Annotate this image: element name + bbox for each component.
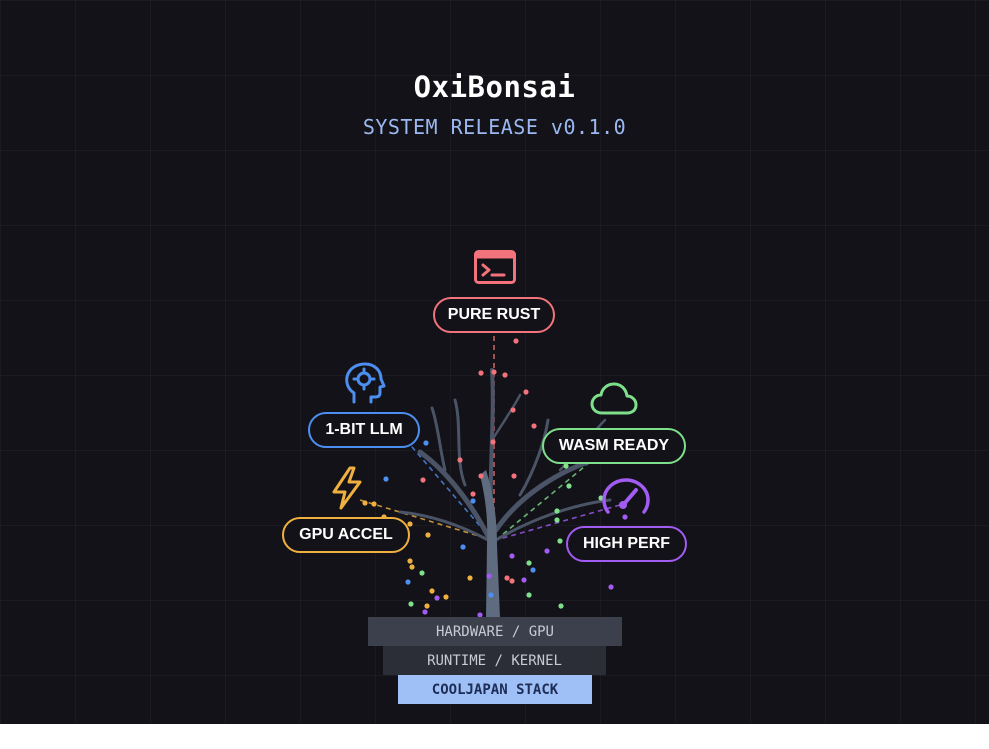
stack-layer-cooljapan: COOLJAPAN STACK (398, 675, 592, 704)
tree-trunk (480, 470, 500, 618)
terminal-icon (474, 250, 516, 284)
branch (417, 449, 493, 543)
stack-layer-runtime: RUNTIME / KERNEL (383, 646, 606, 675)
branch (494, 498, 612, 542)
feature-high-perf: HIGH PERF (566, 526, 687, 562)
feature-wasm-ready: WASM READY (542, 428, 686, 464)
branch (518, 418, 550, 497)
connector-gpu (359, 499, 493, 541)
branch (490, 393, 522, 442)
page-title: OxiBonsai (413, 70, 576, 104)
connector-high-perf (495, 504, 621, 541)
branch (430, 406, 447, 472)
stack-layer-hardware: HARDWARE / GPU (368, 617, 622, 646)
feature-1bit-llm: 1-BIT LLM (308, 412, 420, 448)
branch (493, 455, 603, 533)
connector-wasm (495, 461, 591, 541)
release-subtitle: SYSTEM RELEASE v0.1.0 (362, 115, 627, 139)
feature-gpu-accel: GPU ACCEL (282, 517, 410, 553)
diagram-canvas: OxiBonsai SYSTEM RELEASE v0.1.0 (0, 0, 989, 724)
bonsai-tree (359, 317, 628, 618)
lightning-icon (332, 466, 362, 510)
connector-1bit-llm (399, 432, 493, 541)
feature-pure-rust: PURE RUST (433, 297, 555, 333)
speedometer-icon (602, 478, 650, 514)
branch (398, 510, 490, 542)
cloud-icon (590, 382, 638, 415)
brain-gear-icon (345, 362, 386, 404)
branch (453, 398, 467, 487)
